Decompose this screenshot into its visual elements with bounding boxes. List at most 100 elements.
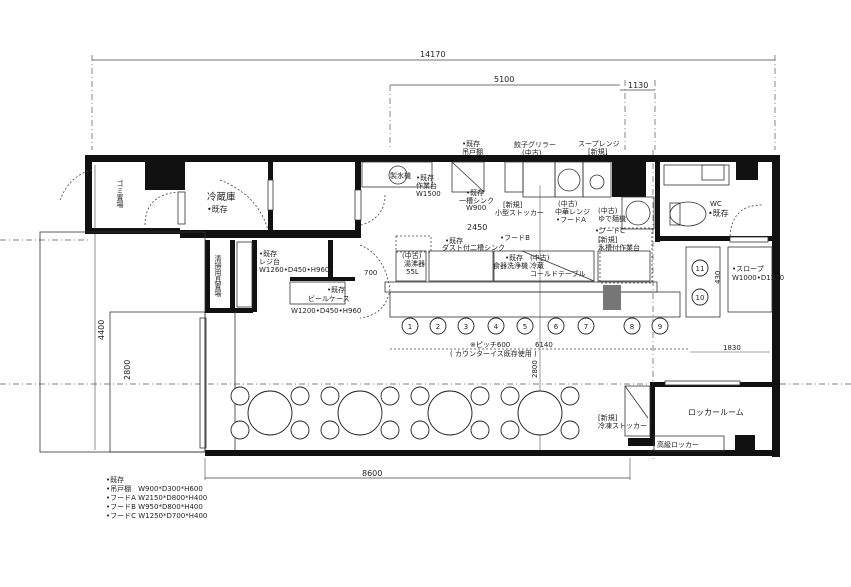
label-boiler: ゆで麺機 [598,214,626,223]
seat-circle [691,288,709,306]
seat-circle [429,317,447,335]
label-dust: ダスト付二槽シンク [442,243,505,252]
dim-seating-width: 8600 [362,469,382,478]
label-freezer: 冷凍ストッカー [598,421,647,430]
label-prep: 水槽付作業台 [598,243,640,252]
label-beer: ビールケース [308,294,350,303]
label-slope-size: W1000•D1250 [732,274,784,282]
exterior-lines [39,169,763,453]
counter-seats: 1 2 3 4 5 6 7 8 9 11 10 [401,259,709,335]
legend-item: •吊戸棚 W900*D300*H600 [106,484,203,493]
side-seat: 11 [691,259,709,277]
seat-number: 5 [523,323,527,331]
dim-seat-spacing: 430 [714,271,722,284]
dim-kitchen-width: 5100 [494,75,514,84]
label-freezer-note: [新規] [598,413,618,422]
chair [320,420,340,440]
label-soup: スープレンジ [578,140,620,148]
label-heater: 湯沸器 [404,259,425,268]
walls [85,155,780,457]
counter-seat: 9 [651,317,669,335]
counter-seat: 6 [547,317,565,335]
chair [560,386,580,406]
seat-number: 6 [554,323,559,331]
label-slope-note: •スロープ [732,265,764,273]
label-worktable: 作業台 [416,181,437,190]
chair [410,420,430,440]
label-worktable-size: W1500 [416,190,441,198]
seat-number: 2 [436,323,440,331]
chair [230,420,250,440]
counter-seat: 7 [577,317,595,335]
chair [230,386,250,406]
label-register: レジ台 [259,257,280,266]
seat-circle [577,317,595,335]
dim-seating-center: 2800 [531,360,539,378]
counter-seat: 1 [401,317,419,335]
seat-circle [691,259,709,277]
round-table [500,386,580,440]
seat-number: 1 [408,323,412,331]
dining-tables [230,386,580,440]
label-sink-note: •既存 [466,188,484,197]
kitchen-equipment [236,161,773,452]
seat-number: 4 [494,323,499,331]
label-hood-c: •フードC [595,227,625,235]
legend-item: •フードC W1250*D700*H400 [106,512,207,520]
dim-door-width: 700 [364,269,377,277]
label-prep-note: [新規] [598,235,618,244]
label-register-note: •既存 [259,249,277,258]
label-dish: 食器洗浄機 [493,261,528,270]
label-dust-note: •既存 [445,236,463,245]
label-register-size: W1260•D450•H960 [259,266,329,274]
chair [380,386,400,406]
seat-circle [457,317,475,335]
label-heater-note: (中古) [402,251,422,260]
seat-number: 3 [464,323,468,331]
label-cold-type: 冷蔵 [530,261,544,270]
chair [380,420,400,440]
counter-seat: 3 [457,317,475,335]
counter-seat: 4 [487,317,505,335]
label-refrigerator-note: •既存 [207,204,228,214]
label-stocker-note: [新規] [503,200,523,209]
seat-number: 7 [584,323,588,331]
label-beer-size: W1200•D450•H960 [291,307,361,315]
chair [320,386,340,406]
table-top [247,390,293,436]
dim-counter-length: 6140 [535,341,553,349]
label-dish-note: •既存 [505,253,523,262]
label-cleaning: 清掃用具置場 [214,254,222,298]
dim-wc-width: 1130 [628,81,648,90]
legend-item: •フードA W2150*D800*H400 [106,494,207,502]
label-cabinet: 吊戸棚 [462,147,483,156]
table-top [427,390,473,436]
dim-seating-left: 2800 [123,360,132,380]
label-stocker: 小型ストッカー [495,208,544,217]
label-worktable-note: •既存 [416,173,434,182]
seat-number: 10 [696,294,705,302]
label-sink-size: W900 [466,204,486,212]
round-table [230,386,310,440]
legend: •既存 •吊戸棚 W900*D300*H600 •フードA W2150*D800… [106,475,207,520]
seat-circle [487,317,505,335]
label-refrigerator: 冷蔵庫 [207,191,236,203]
label-cold: コールドテーブル [530,269,586,278]
label-wc-note: •既存 [708,208,729,218]
round-table [320,386,400,440]
chair [290,386,310,406]
label-cabinet-note: •既存 [462,139,480,148]
legend-item: •既存 [106,475,124,484]
seat-circle [651,317,669,335]
seat-number: 9 [658,323,662,331]
label-cold-note: (中古) [530,253,550,262]
counter-seat: 8 [623,317,641,335]
chair [470,420,490,440]
label-gyoza: 餃子グリラー [514,140,556,149]
chair [500,420,520,440]
label-beer-note: •既存 [327,285,345,294]
label-high-locker: 高級ロッカー [657,440,699,449]
label-sink: 一槽シンク [459,196,494,205]
chair [410,386,430,406]
